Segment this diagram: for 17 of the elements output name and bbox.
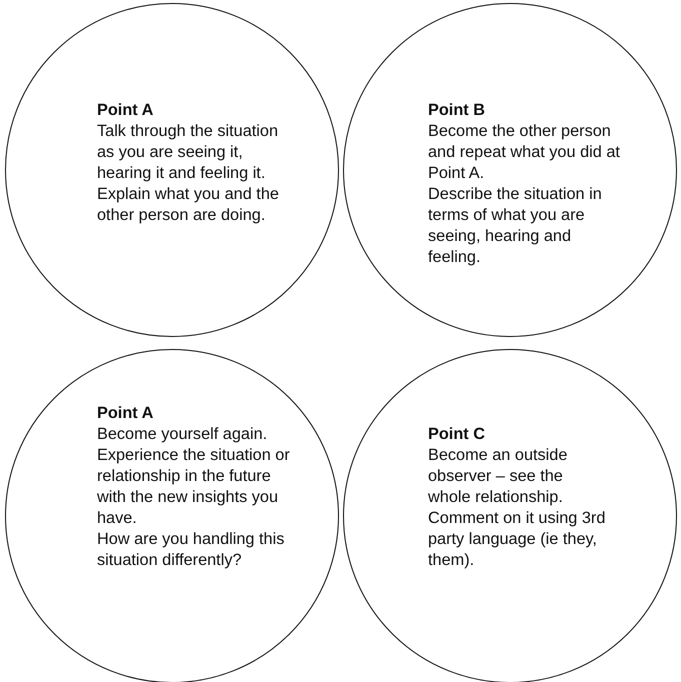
circle-node	[5, 3, 339, 337]
circle-node	[343, 349, 677, 682]
instruction-text: Describe the situation in terms of what you are seeing, hearing and feeling.	[428, 184, 603, 268]
instruction-text: Become yourself again.	[97, 424, 268, 445]
instruction-text: Become the other person and repeat what you did at Point A.	[428, 121, 621, 184]
heading: Point B	[428, 100, 486, 121]
instruction-text: How are you handling this situation differently?	[97, 529, 286, 571]
instruction-text: Experience the situation or relationship in the future with the new insights you have.	[97, 445, 291, 529]
instruction-text: Comment on it using 3rd party language (ie they, them).	[428, 508, 606, 571]
heading: Point C	[428, 424, 486, 445]
heading: Point A	[97, 100, 154, 121]
instruction-text: Become an outside observer – see the whole relationship.	[428, 445, 568, 508]
instruction-text: Talk through the situation as you are seeing it, hearing it and feeling it.	[97, 121, 280, 184]
instruction-text: Explain what you and the other person are doing.	[97, 184, 280, 226]
heading: Point A	[97, 403, 154, 424]
circle-node	[343, 3, 677, 337]
circle-node	[5, 349, 339, 682]
